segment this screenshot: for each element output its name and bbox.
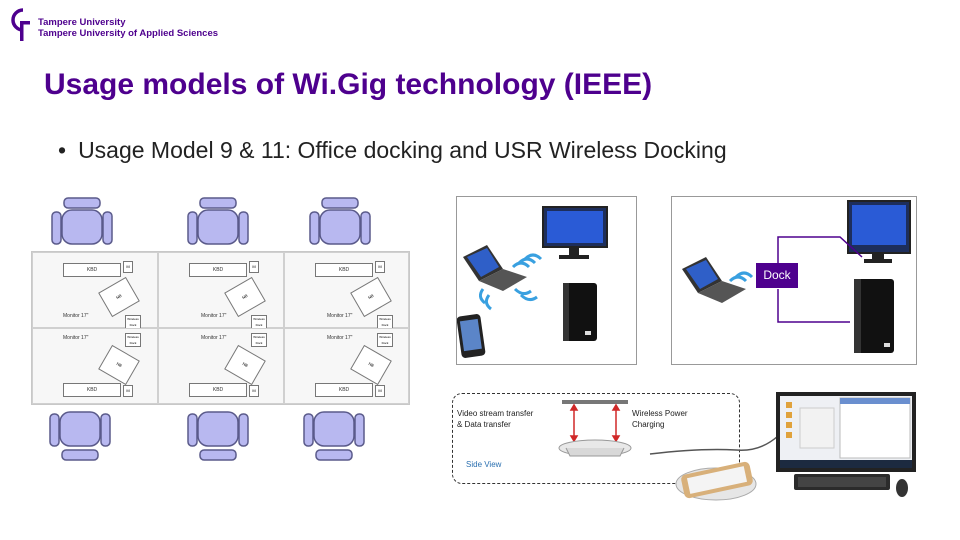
laptop-icon: [682, 257, 746, 303]
desk-cell: KBD M NB Monitor 17" Wireless Dock: [284, 252, 409, 329]
video-stream-label: Video stream transfer & Data transfer: [457, 409, 534, 429]
side-view-diagram: [558, 400, 632, 457]
side-view-box: [452, 393, 740, 484]
chair-icon: [51, 197, 113, 245]
monitor-label: Monitor 17": [63, 335, 89, 341]
notebook-box: NB: [224, 276, 266, 318]
laptop-icon: [463, 245, 527, 291]
phone-on-charger-icon: [675, 461, 757, 501]
keyboard-box: KBD: [63, 383, 121, 397]
chair-icon: [309, 197, 371, 245]
side-view-label: Side View: [466, 460, 502, 469]
logo-line-2: Tampere University of Applied Sciences: [38, 28, 219, 39]
monitor-icon: [847, 200, 911, 263]
keyboard-box: KBD: [315, 263, 373, 277]
monitor-label: Monitor 17": [63, 313, 89, 319]
phone-side-icon: [562, 400, 628, 404]
wireless-dock-box: Wireless Dock: [377, 333, 393, 347]
wireless-signal-icon: [478, 253, 543, 311]
monitor-label: Monitor 17": [201, 335, 227, 341]
smartphone-icon: [456, 314, 486, 358]
keyboard-box: KBD: [189, 263, 247, 277]
notebook-box: NB: [98, 344, 140, 386]
logo-line-1: Tampere University: [38, 17, 126, 28]
notebook-box: NB: [224, 344, 266, 386]
wireless-dock-box: Wireless Dock: [251, 315, 267, 329]
chair-icon: [187, 411, 249, 461]
mouse-box: M: [123, 261, 133, 273]
office-chairs-bottom: [49, 411, 365, 461]
wireless-signal-icon: [728, 271, 754, 283]
wireless-dock-box: Wireless Dock: [251, 333, 267, 347]
mouse-box: M: [375, 261, 385, 273]
office-chairs-top: [51, 197, 371, 245]
wireless-docking-illustration: [456, 206, 608, 358]
notebook-box: NB: [350, 276, 392, 318]
keyboard-box: KBD: [315, 383, 373, 397]
mouse-box: M: [375, 385, 385, 397]
dock-label: Dock: [756, 263, 798, 288]
slide-title: Usage models of Wi.Gig technology (IEEE): [44, 68, 653, 101]
transfer-arrows: [569, 403, 621, 443]
wireless-dock-box: Wireless Dock: [125, 333, 141, 347]
mouse-box: M: [123, 385, 133, 397]
monitor-icon: [542, 206, 608, 259]
wireless-dock-box: Wireless Dock: [125, 315, 141, 329]
keyboard-box: KBD: [63, 263, 121, 277]
desk-cell: KBD M NB Monitor 17" Wireless Dock: [32, 252, 158, 329]
wired-docking-panel: [671, 196, 917, 365]
wireless-docking-panel: [456, 196, 637, 365]
docking-station-icon: [854, 279, 894, 353]
notebook-box: NB: [350, 344, 392, 386]
bullet-dot-icon: •: [58, 137, 67, 163]
monitor-label: Monitor 17": [327, 313, 353, 319]
office-desk-plan: KBD M NB Monitor 17" Wireless Dock KBD M…: [31, 251, 410, 405]
docking-station-icon: [563, 283, 597, 341]
desk-cell: Monitor 17" Wireless Dock NB KBD M: [284, 328, 409, 404]
university-logo-icon: [11, 8, 30, 41]
cable: [649, 435, 779, 455]
desktop-monitor-icon: [776, 392, 916, 472]
keyboard-box: KBD: [189, 383, 247, 397]
connection-lines: [777, 236, 863, 323]
monitor-label: Monitor 17": [201, 313, 227, 319]
wireless-power-label: Wireless Power Charging: [632, 409, 688, 429]
mouse-box: M: [249, 385, 259, 397]
wired-docking-illustration: [682, 200, 911, 353]
mouse-box: M: [249, 261, 259, 273]
chair-icon: [303, 411, 365, 461]
desk-cell: Monitor 17" Wireless Dock NB KBD M: [32, 328, 158, 404]
notebook-box: NB: [98, 276, 140, 318]
desk-cell: Monitor 17" Wireless Dock NB KBD M: [158, 328, 284, 404]
wireless-dock-box: Wireless Dock: [377, 315, 393, 329]
bullet-item: • Usage Model 9 & 11: Office docking and …: [58, 137, 727, 164]
mouse-icon: [896, 479, 908, 497]
monitor-label: Monitor 17": [327, 335, 353, 341]
bullet-text: Usage Model 9 & 11: Office docking and U…: [78, 137, 727, 163]
desk-cell: KBD M NB Monitor 17" Wireless Dock: [158, 252, 284, 329]
logo-text: Tampere University Tampere University of…: [38, 17, 218, 39]
chair-icon: [187, 197, 249, 245]
chair-icon: [49, 411, 111, 461]
desktop-setup-illustration: [649, 392, 916, 501]
keyboard-icon: [794, 474, 890, 490]
